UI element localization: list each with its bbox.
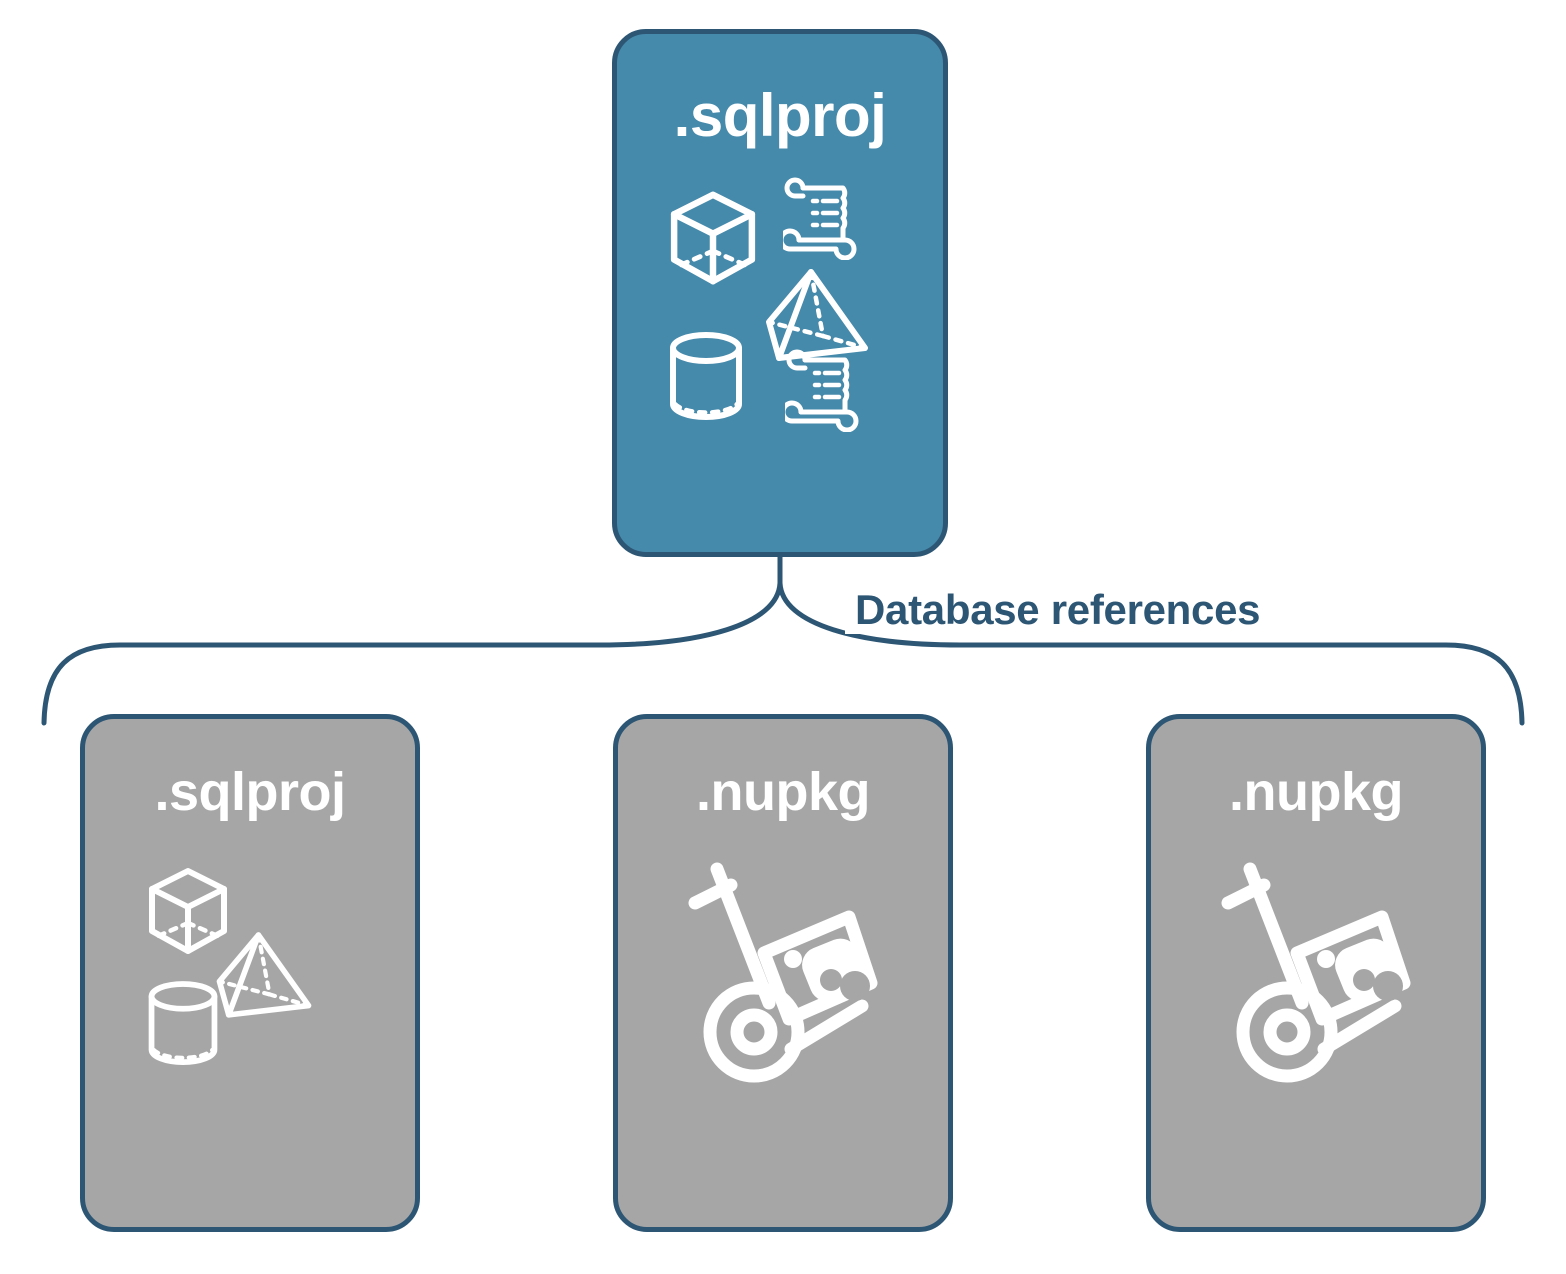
cylinder-icon — [663, 328, 749, 426]
node-nupkg-reference-1[interactable]: .nupkg — [613, 714, 953, 1232]
cube-icon — [138, 861, 238, 961]
node-title: .nupkg — [1229, 762, 1403, 822]
hand-truck-package-icon — [659, 855, 909, 1085]
cube-icon — [659, 184, 767, 292]
database-references-bracket — [41, 555, 1525, 726]
pyramid-icon — [212, 927, 316, 1021]
node-sqlproj-root[interactable]: .sqlproj — [612, 29, 948, 557]
node-title: .sqlproj — [154, 762, 346, 822]
node-sqlproj-reference[interactable]: .sqlproj — [80, 714, 420, 1232]
cylinder-icon — [142, 977, 224, 1071]
node-title: .nupkg — [696, 762, 870, 822]
hand-truck-package-icon — [1192, 855, 1442, 1085]
node-title: .sqlproj — [673, 82, 887, 149]
database-objects-icon-group — [655, 176, 905, 436]
node-nupkg-reference-2[interactable]: .nupkg — [1146, 714, 1486, 1232]
package-icon-group — [1186, 861, 1446, 1111]
connector-label: Database references — [845, 586, 1271, 634]
pyramid-icon — [761, 264, 873, 364]
scroll-icon — [785, 348, 861, 432]
package-icon-group — [653, 861, 913, 1111]
scroll-icon — [783, 176, 859, 260]
database-objects-icon-group — [120, 861, 380, 1111]
